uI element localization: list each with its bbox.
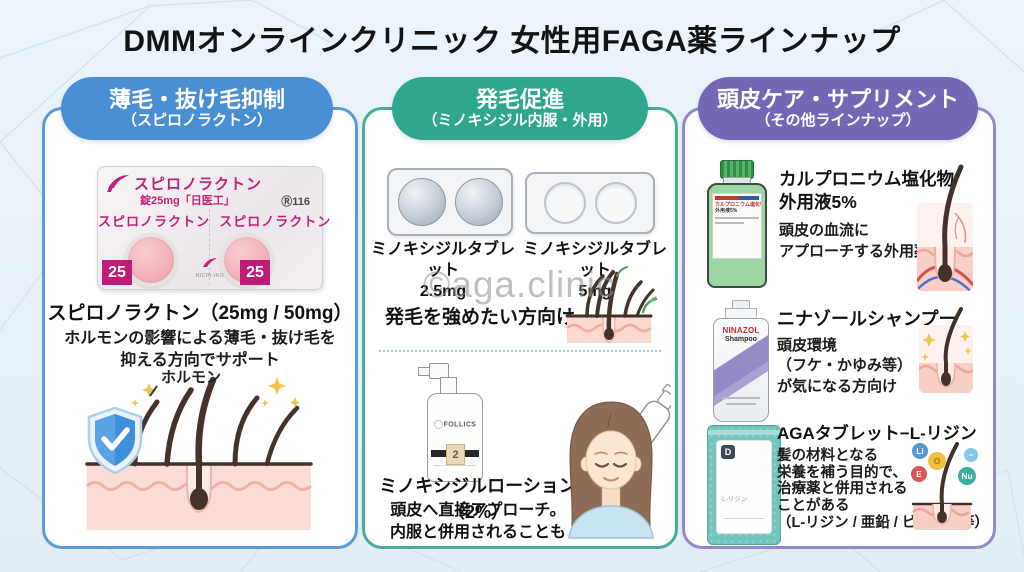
tablet-pill — [397, 178, 446, 226]
nichiiko-logo-icon — [107, 175, 129, 192]
pouch-line — [723, 518, 765, 519]
pouch-seal — [708, 430, 780, 435]
follics-lotion-bottle: FOLLICS 2 — [418, 362, 483, 482]
label-text-bar — [715, 222, 744, 224]
shampoo-sub-text: Shampoo — [725, 336, 757, 343]
lotion-description: 頭皮へ直接アプローチ。 内服と併用されることも — [389, 502, 566, 541]
dotted-divider — [379, 350, 661, 352]
lysine-pouch: D L-リジン — [707, 425, 781, 545]
ninazol-shampoo-bottle: NINAZOL Shampoo — [713, 300, 769, 422]
column-hairloss-suppression: スピロノラクトン 錠25mg「日医工」 Ⓡ116 スピロノラクトン スピロノラク… — [42, 107, 358, 549]
pouch-label-text: L-リジン — [722, 496, 748, 503]
column-hair-growth: ミノキシジルタブレット 2.5mg ミノキシジルタブレット 5mg 発毛を強めた… — [362, 107, 678, 549]
carpronium-bottle: カルプロニウム塩化物 外用液5% — [707, 160, 767, 288]
tablet-2-5mg-label: ミノキシジルタブレット 2.5mg — [370, 241, 515, 300]
strength-tag: 2 — [446, 444, 465, 465]
blister-perforation — [209, 209, 210, 285]
woman-applying-lotion-illustration — [568, 384, 671, 539]
blister-maker-text: NICHI-IKO — [195, 273, 225, 279]
hair-skin-shield-illustration — [85, 376, 313, 530]
spray-nozzle — [429, 363, 449, 379]
svg-text:−: − — [969, 450, 974, 460]
label-text-bar — [722, 397, 760, 399]
target-note: 発毛を強めたい方向け — [385, 307, 576, 328]
scalp-environment-illustration — [919, 307, 973, 393]
tablet-pill — [454, 178, 503, 226]
shampoo-brand-text: NINAZOL — [722, 326, 760, 335]
bottle-body: NINAZOL Shampoo — [713, 318, 769, 422]
label-text-bar — [715, 217, 759, 219]
item3-name: AGAタブレット−L-リジン — [777, 424, 977, 443]
blister-dose-text: 錠25mg「日医工」 — [140, 195, 235, 207]
header-hairloss-suppression: 薄毛・抜け毛抑制 （スピロノラクトン） — [61, 77, 333, 140]
blister-brand-text: スピロノラクトン — [134, 176, 263, 193]
shield-check-icon — [87, 406, 143, 475]
pouch-panel: D L-リジン — [716, 440, 772, 534]
follics-logo-icon — [433, 420, 443, 429]
item2-description: 頭皮環境 （フケ・かゆみ等） が気になる方向け — [777, 337, 913, 395]
bottle-label: カルプロニウム塩化物 外用液5% — [712, 193, 762, 259]
page-title: DMMオンラインクリニック 女性用FAGA薬ラインナップ — [123, 25, 901, 58]
nichiiko-logo-icon — [203, 258, 217, 267]
dose-tag-25: 25 — [102, 260, 132, 285]
scalp-bloodflow-illustration — [917, 164, 973, 291]
item2-name: ニナゾールシャンプー — [777, 309, 957, 329]
blister-code-text: Ⓡ116 — [281, 196, 310, 208]
hormone-block-illustration: ホルモン — [71, 368, 327, 540]
sparkle-icon — [921, 331, 972, 361]
minoxidil-2-5mg-blister — [387, 168, 513, 236]
item1-name: カルプロニウム塩化物 外用液5% — [779, 169, 954, 212]
label-line — [434, 465, 476, 466]
column-scalp-care: カルプロニウム塩化物 外用液5% カルプロニウム塩化物 外用液5% 頭皮の血流に… — [682, 107, 996, 549]
lotion-name: ミノキシジルローション（2%） — [379, 476, 577, 522]
svg-text:Li: Li — [916, 446, 924, 456]
spironolactone-blister-pack: スピロノラクトン 錠25mg「日医工」 Ⓡ116 スピロノラクトン スピロノラク… — [97, 166, 332, 290]
header-scalp-care: 頭皮ケア・サプリメント （その他ラインナップ） — [698, 77, 978, 140]
tablet-pill — [594, 182, 637, 224]
hair-growth-illustration — [565, 266, 658, 343]
bottle-body: カルプロニウム塩化物 外用液5% — [707, 183, 767, 288]
watermark: ©aga.clinic — [423, 264, 616, 305]
product-description: ホルモンの影響による薄毛・抜け毛を 抑える方向でサポート — [64, 330, 336, 369]
pouch-logo-icon: D — [721, 445, 735, 459]
tablet-pill — [543, 182, 586, 224]
label-text-bar — [726, 403, 756, 405]
svg-text:E: E — [916, 469, 922, 479]
svg-text:O: O — [934, 456, 941, 466]
dose-tag-25: 25 — [240, 260, 270, 285]
label-header-band — [715, 196, 759, 200]
header-hair-growth: 発毛促進 （ミノキシジル内服・外用） — [392, 77, 648, 140]
blister-pill-row-text: スピロノラクトン スピロノラクトン — [98, 214, 332, 229]
hormone-label: ホルモン — [161, 369, 222, 386]
svg-text:Nu: Nu — [961, 471, 972, 481]
minoxidil-5mg-blister — [525, 172, 655, 234]
nutrient-circles: Li O − E Nu — [911, 443, 978, 485]
lotion-brand-text: FOLLICS — [428, 420, 482, 429]
item1-description: 頭皮の血流に アプローチする外用薬 — [779, 222, 930, 260]
nutrients-illustration: Li O − E Nu — [911, 442, 978, 530]
product-name: スピロノラクトン（25mg / 50mg） — [47, 303, 353, 324]
bottle-body: FOLLICS 2 — [427, 393, 483, 482]
sparkle-icon — [131, 377, 300, 408]
